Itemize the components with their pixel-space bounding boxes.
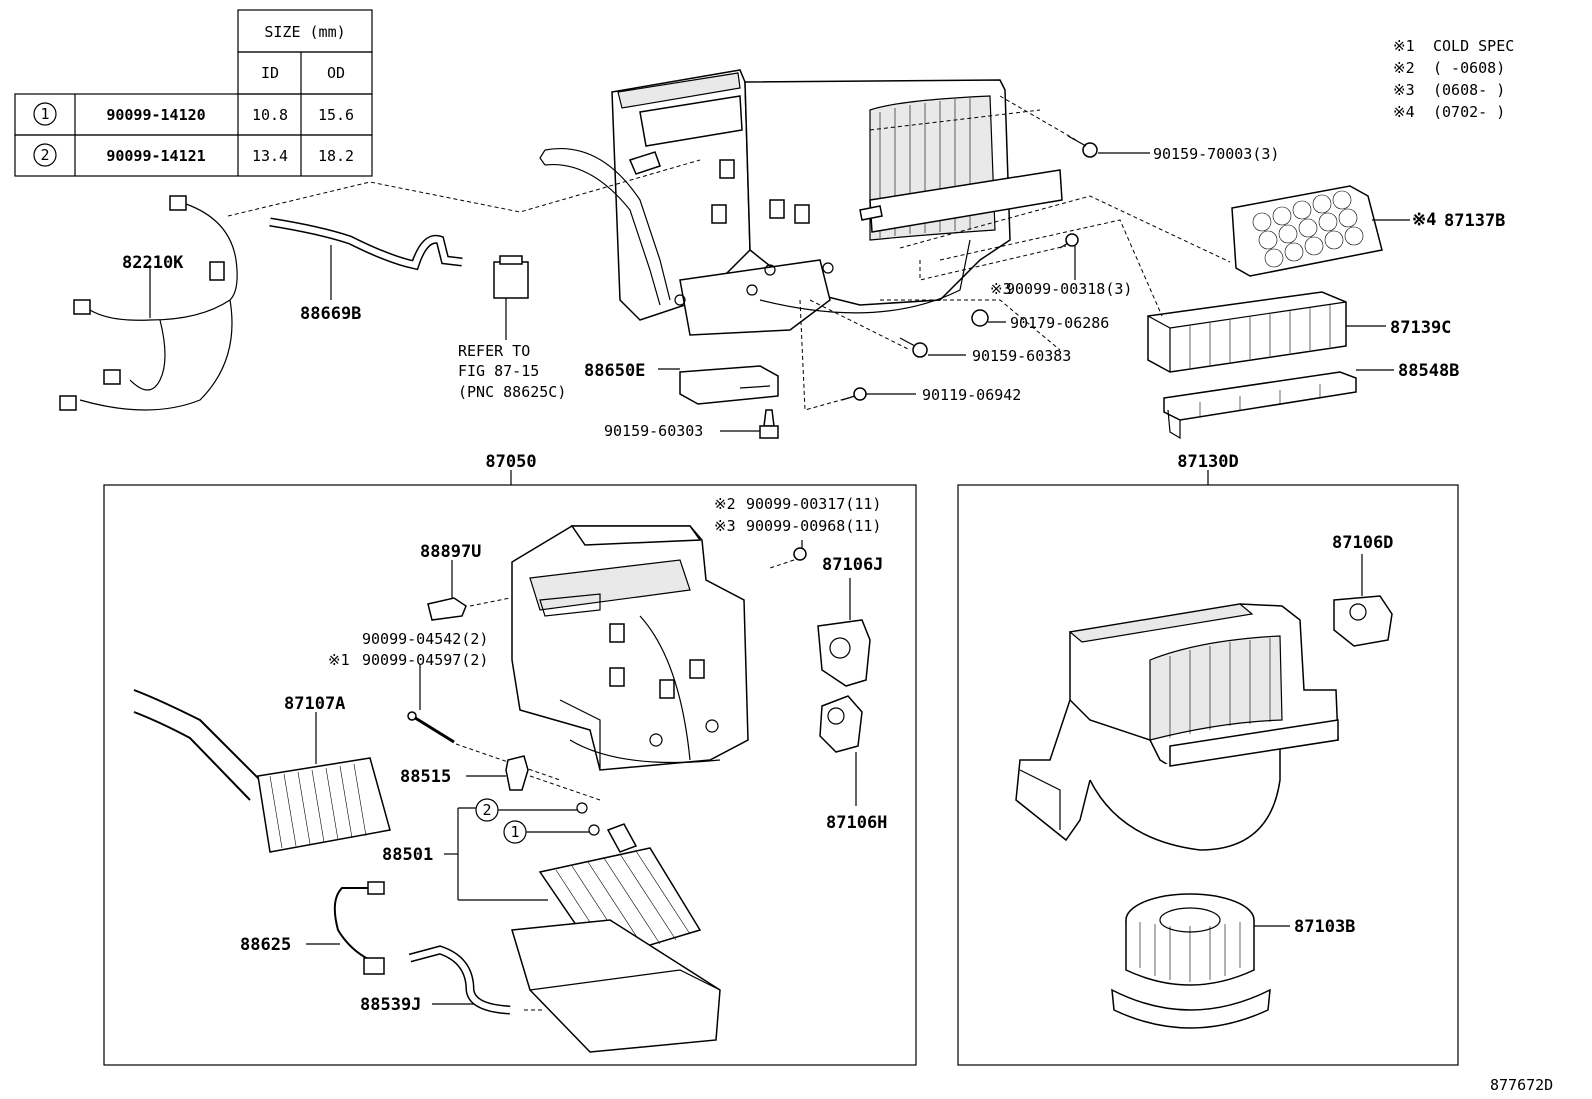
filter-frame-88548B-drawing — [1163, 369, 1394, 440]
label-87103B: 87103B — [1294, 917, 1355, 937]
diagram-id: 877672D — [1490, 1076, 1553, 1094]
servo-87106J-drawing — [817, 578, 871, 687]
row2-part: 90099-14121 — [106, 147, 205, 165]
air-filter-87139C-drawing — [1147, 291, 1386, 373]
label-88539J: 88539J — [360, 995, 421, 1015]
note-2-mark: ※2 — [1393, 59, 1415, 77]
label-90099-04597: 90099-04597(2) — [362, 651, 488, 669]
label-87137B: 87137B — [1444, 211, 1505, 231]
evaporator-88501-drawing — [538, 823, 702, 961]
row1-od: 15.6 — [318, 106, 354, 124]
od-header: OD — [327, 64, 345, 82]
lower-case-drawing — [511, 919, 721, 1053]
screw-90099-00317-drawing — [769, 540, 807, 569]
label-88897U: 88897U — [420, 542, 481, 562]
label-87050: 87050 — [485, 452, 536, 472]
label-90119-06942: 90119-06942 — [922, 386, 1021, 404]
blower-case-87130D-drawing — [1015, 603, 1339, 851]
screw-90099-04597-drawing — [407, 664, 561, 781]
row2-od: 18.2 — [318, 147, 354, 165]
servo-87106D-drawing — [1333, 554, 1393, 647]
note-1-mark: ※1 — [1393, 37, 1415, 55]
label-82210K: 82210K — [122, 253, 184, 273]
servo-87106H-drawing — [819, 695, 863, 806]
row1-mark: 1 — [40, 105, 49, 123]
ring-1-label: 1 — [510, 823, 519, 841]
label-90099-04542: 90099-04542(2) — [362, 630, 488, 648]
label-88515: 88515 — [400, 767, 451, 787]
amplifier-88650E-drawing — [658, 365, 779, 439]
label-refer-3: (PNC 88625C) — [458, 383, 566, 401]
hvac-housing-87050-drawing — [511, 525, 749, 771]
label-88669B: 88669B — [300, 304, 361, 324]
label-88548B: 88548B — [1398, 361, 1459, 381]
label-90159-60303: 90159-60303 — [604, 422, 703, 440]
label-88625: 88625 — [240, 935, 291, 955]
wire-harness-82210K-drawing — [59, 195, 238, 411]
box-87050 — [103, 484, 917, 1066]
part-labels: 82210K 88669B REFER TO FIG 87-15 (PNC 88… — [122, 145, 1553, 1094]
dashed-leaders-top — [227, 95, 1231, 411]
note-3-text: (0608- ) — [1433, 81, 1505, 99]
row2-mark: 2 — [40, 146, 49, 164]
label-90099-00968: 90099-00968(11) — [746, 517, 881, 535]
note-4-mark: ※4 — [1393, 103, 1415, 121]
label-refer-2: FIG 87-15 — [458, 362, 539, 380]
blower-motor-87103B-drawing — [1111, 893, 1290, 1029]
label-88650E: 88650E — [584, 361, 645, 381]
label-90099-00317: 90099-00317(11) — [746, 495, 881, 513]
size-header: SIZE (mm) — [264, 23, 345, 41]
row2-id: 13.4 — [252, 147, 288, 165]
connector-refer-drawing — [493, 255, 529, 340]
label-90159-70003: 90159-70003(3) — [1153, 145, 1279, 163]
valve-88515-drawing — [466, 755, 601, 801]
hvac-unit-assembly-drawing — [539, 69, 1063, 336]
o-rings-drawing — [444, 798, 600, 901]
label-refer-1: REFER TO — [458, 342, 530, 360]
note-4-text: (0702- ) — [1433, 103, 1505, 121]
label-87106D: 87106D — [1332, 533, 1393, 553]
label-90099-00968-mark: ※3 — [714, 517, 736, 535]
heater-core-87107A-drawing — [133, 689, 391, 853]
label-90099-00318-mark: ※3 — [990, 280, 1012, 298]
bolts-top-drawing — [841, 135, 1150, 401]
note-2-text: ( -0608) — [1433, 59, 1505, 77]
sensor-88625-drawing — [306, 881, 385, 975]
label-87107A: 87107A — [284, 694, 345, 714]
label-90099-00317-mark: ※2 — [714, 495, 736, 513]
filter-cover-87137B-drawing — [1231, 185, 1410, 277]
label-90099-00318: 90099-00318(3) — [1006, 280, 1132, 298]
note-3-mark: ※3 — [1393, 81, 1415, 99]
label-87137B-mark: ※4 — [1412, 210, 1436, 230]
spec-notes: ※1 COLD SPEC ※2 ( -0608) ※3 (0608- ) ※4 … — [1393, 37, 1514, 121]
ring-2-label: 2 — [482, 801, 491, 819]
label-87106J: 87106J — [822, 555, 883, 575]
label-90099-04597-mark: ※1 — [328, 651, 350, 669]
hose-88539J-drawing — [408, 945, 511, 1015]
label-88501: 88501 — [382, 845, 433, 865]
id-header: ID — [261, 64, 279, 82]
label-87106H: 87106H — [826, 813, 887, 833]
row1-id: 10.8 — [252, 106, 288, 124]
note-1-text: COLD SPEC — [1433, 37, 1514, 55]
label-87130D: 87130D — [1177, 452, 1238, 472]
label-90159-60383: 90159-60383 — [972, 347, 1071, 365]
size-table: SIZE (mm) ID OD 1 2 90099-14120 90099-14… — [14, 9, 373, 177]
row1-part: 90099-14120 — [106, 106, 205, 124]
sensor-88897U-drawing — [427, 560, 511, 621]
label-87139C: 87139C — [1390, 318, 1451, 338]
label-90179-06286: 90179-06286 — [1010, 314, 1109, 332]
drain-hose-88669B-drawing — [269, 217, 463, 300]
